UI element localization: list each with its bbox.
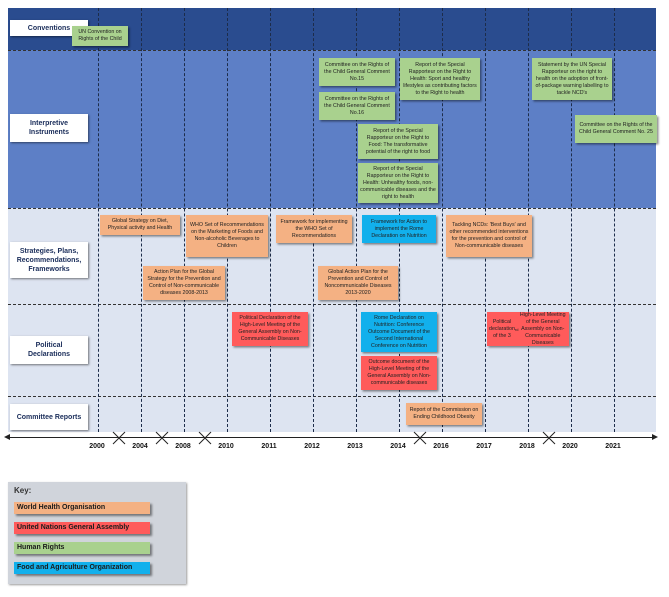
general-comment-15-box: Committee on the Rights of the Child Gen… — [319, 58, 395, 86]
row-label-committee: Committee Reports — [10, 404, 88, 430]
action-plan-2013-box: Global Action Plan for the Prevention an… — [318, 266, 398, 300]
timeline-axis — [8, 437, 656, 438]
year-label: 2018 — [519, 443, 535, 450]
legend-item-who: World Health Organisation — [14, 502, 150, 514]
row-label-political: Political Declarations — [10, 336, 88, 364]
year-label: 2004 — [132, 443, 148, 450]
year-line — [571, 8, 572, 432]
year-label: 2000 — [89, 443, 105, 450]
who-marketing-box: WHO Set of Recommendations on the Market… — [186, 215, 268, 257]
year-line — [442, 8, 443, 432]
rome-declaration-box: Rome Declaration on Nutrition: Conferenc… — [361, 312, 437, 352]
year-label: 2012 — [304, 443, 320, 450]
sr-health-unhealthy-box: Report of the Special Rapporteur on the … — [358, 163, 438, 203]
year-label: 2008 — [175, 443, 191, 450]
axis-break-icon — [542, 431, 556, 445]
year-label: 2011 — [261, 443, 277, 450]
political-declaration-2011-box: Political Declaration of the High-Level … — [232, 312, 308, 346]
sr-health-sport-box: Report of the Special Rapporteur on the … — [400, 58, 480, 100]
axis-arrow-right-icon — [652, 434, 658, 440]
separator — [8, 50, 656, 51]
axis-break-icon — [413, 431, 427, 445]
year-label: 2013 — [347, 443, 363, 450]
year-line — [356, 8, 357, 432]
un-convention-box: UN Convention on Rights of the Child — [72, 26, 128, 46]
outcome-document-box: Outcome document of the High-Level Meeti… — [361, 356, 437, 390]
commission-report-box: Report of the Commission on Ending Child… — [406, 403, 482, 425]
sr-labelling-box: Statement by the UN Special Rapporteur o… — [532, 58, 612, 100]
global-strategy-box: Global Strategy on Diet, Physical activi… — [100, 215, 180, 235]
year-label: 2021 — [605, 443, 621, 450]
axis-break-icon — [112, 431, 126, 445]
separator — [8, 396, 656, 397]
year-line — [98, 8, 99, 432]
year-label: 2017 — [476, 443, 492, 450]
year-line — [270, 8, 271, 432]
axis-arrow-left-icon — [4, 434, 10, 440]
legend-item-human-rights: Human Rights — [14, 542, 150, 554]
separator — [8, 304, 656, 305]
legend-key: Key: World Health Organisation United Na… — [8, 482, 186, 584]
year-label: 2020 — [562, 443, 578, 450]
legend-item-un: United Nations General Assembly — [14, 522, 150, 534]
action-plan-2008-box: Action Plan for the Global Strategy for … — [143, 266, 225, 300]
row-label-conventions: Conventions — [10, 20, 88, 36]
framework-rome-box: Framework for Action to implement the Ro… — [362, 215, 436, 243]
year-line — [614, 8, 615, 432]
best-buys-box: Tackling NCDs: 'Best Buys' and other rec… — [446, 215, 532, 257]
year-line — [184, 8, 185, 432]
general-comment-16-box: Committee on the Rights of the Child Gen… — [319, 92, 395, 120]
separator — [8, 208, 656, 209]
axis-break-icon — [155, 431, 169, 445]
row-label-interpretive: Interpretive Instruments — [10, 114, 88, 142]
axis-break-icon — [198, 431, 212, 445]
band-committee — [8, 396, 656, 432]
year-label: 2010 — [218, 443, 234, 450]
legend-title: Key: — [14, 486, 32, 495]
row-label-strategies: Strategies, Plans, Recommendations, Fram… — [10, 242, 88, 278]
framework-who-box: Framework for implementing the WHO Set o… — [276, 215, 352, 243]
general-comment-25-box: Committee on the Rights of the Child Gen… — [575, 115, 657, 143]
sr-food-box: Report of the Special Rapporteur on the … — [358, 124, 438, 159]
year-label: 2016 — [433, 443, 449, 450]
year-label: 2014 — [390, 443, 406, 450]
legend-item-fao: Food and Agriculture Organization — [14, 562, 150, 574]
